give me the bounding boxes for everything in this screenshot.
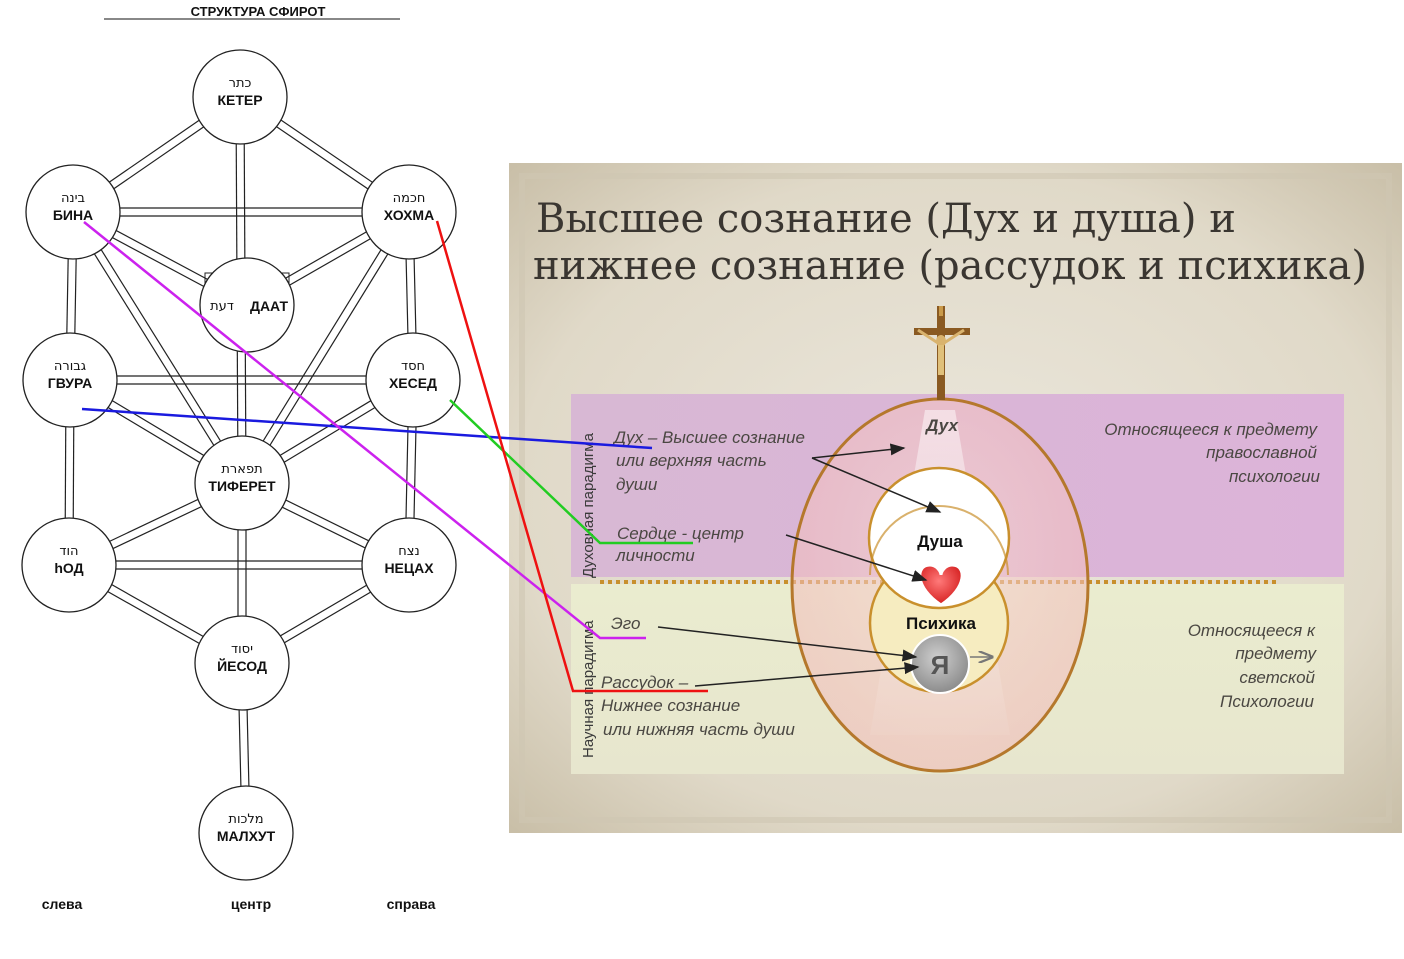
sefira-circle (361, 164, 457, 260)
sefira-name: БИНА (53, 207, 93, 223)
sefira-hebrew: גבורה (54, 359, 86, 374)
vertical-label-spiritual: Духовная парадигма (580, 432, 597, 578)
svg-text:Относящееся к: Относящееся к (1188, 621, 1316, 640)
circle-label-dukh: Дух (924, 416, 959, 435)
label-rassudok: Рассудок – Нижнее сознание или нижняя ча… (601, 673, 795, 739)
sefira-name: ЙЕСОД (217, 657, 267, 674)
channel-hokhma-tiferet (238, 209, 407, 482)
column-label-left: слева (42, 896, 83, 912)
sefira-hebrew: חכמה (393, 191, 426, 206)
panel-title-line1: Высшее сознание (Дух и душа) и (536, 196, 1236, 242)
label-orthodox-psychology: Относящееся к предмету православной псих… (1104, 420, 1320, 486)
sefira-hebrew: יסוד (231, 642, 253, 657)
link-bina (83, 221, 646, 640)
sefira-daat: דעת ДААТ (199, 257, 295, 353)
ya-label: Я (931, 650, 950, 680)
panel-arrows (657, 443, 942, 687)
vertical-label-scientific: Научная парадигма (580, 620, 597, 758)
sefira-circle (365, 332, 461, 428)
sefira-name: hОД (54, 560, 83, 576)
sefira-hebrew: דעת (210, 299, 234, 314)
link-hesed (449, 399, 693, 545)
channel-bina-tiferet (69, 213, 240, 486)
circle-label-dusha: Душа (917, 532, 963, 551)
label-dukh: Дух – Высшее сознание или верхняя часть … (612, 428, 805, 494)
sefira-hebrew: בינה (61, 191, 85, 206)
svg-text:души: души (616, 475, 658, 494)
svg-text:Сердце - центр: Сердце - центр (617, 524, 744, 543)
svg-text:Нижнее сознание: Нижнее сознание (601, 696, 740, 715)
sefira-hebrew: חסד (401, 359, 425, 374)
svg-text:Психологии: Психологии (1220, 692, 1315, 711)
label-secular-psychology: Относящееся к предмету светской Психолог… (1188, 621, 1318, 711)
sefira-name: МАЛХУТ (217, 828, 276, 844)
tree-title: СТРУКТУРА СФИРОТ (191, 4, 326, 19)
sefira-hebrew: נצח (398, 544, 419, 559)
crucifix-icon (914, 306, 970, 400)
sefira-circle (361, 517, 457, 613)
sefira-circle (194, 435, 290, 531)
cross-connectors (81, 220, 708, 693)
link-gvura (81, 407, 653, 450)
panel-inner-edge (519, 173, 1392, 823)
panel-title-line2: нижнее сознание (рассудок и психика) (533, 243, 1367, 289)
sefira-circle (194, 615, 290, 711)
consciousness-panel: Высшее сознание (Дух и душа) и нижнее со… (509, 163, 1402, 833)
svg-text:или верхняя часть: или верхняя часть (616, 451, 767, 470)
sefira-name: ХЕСЕД (389, 375, 437, 391)
svg-text:Относящееся к предмету: Относящееся к предмету (1104, 420, 1318, 439)
sefira-hebrew: תפארת (221, 462, 262, 477)
sefira-circle (192, 49, 288, 145)
link-hokhma (435, 220, 708, 693)
svg-text:Дух – Высшее сознание: Дух – Высшее сознание (612, 428, 805, 447)
sefira-name: ДААТ (250, 298, 288, 314)
sefira-name: КЕТЕР (217, 92, 262, 108)
svg-text:личности: личности (615, 546, 695, 565)
svg-text:психологии: психологии (1229, 467, 1321, 486)
svg-text:православной: православной (1206, 443, 1317, 462)
sefira-circle (198, 785, 294, 881)
sefira-hebrew: כתר (229, 76, 252, 91)
svg-text:или нижняя часть души: или нижняя часть души (603, 720, 795, 739)
channel-hokhma-tiferet (244, 213, 413, 486)
svg-text:Рассудок –: Рассудок – (601, 673, 689, 692)
label-serdtse: Сердце - центр личности (615, 524, 744, 565)
sefira-name: ГВУРА (48, 375, 92, 391)
column-label-center: центр (231, 896, 271, 912)
svg-text:светской: светской (1239, 668, 1315, 687)
sefira-circle (25, 164, 121, 260)
circle-label-psikhika: Психика (906, 614, 977, 633)
sefira-name: ХОХМА (384, 207, 434, 223)
sefira-circle (22, 332, 118, 428)
channel-bina-tiferet (75, 209, 246, 482)
sefira-hebrew: מלכות (228, 812, 263, 827)
column-label-right: справа (387, 896, 436, 912)
label-ego: Эго (611, 614, 640, 633)
sefira-hebrew: הוד (59, 544, 78, 559)
sefira-name: НЕЦАХ (384, 560, 434, 576)
sefira-name: ТИФЕРЕТ (208, 478, 276, 494)
sefira-circle (21, 517, 117, 613)
svg-text:предмету: предмету (1235, 644, 1317, 663)
